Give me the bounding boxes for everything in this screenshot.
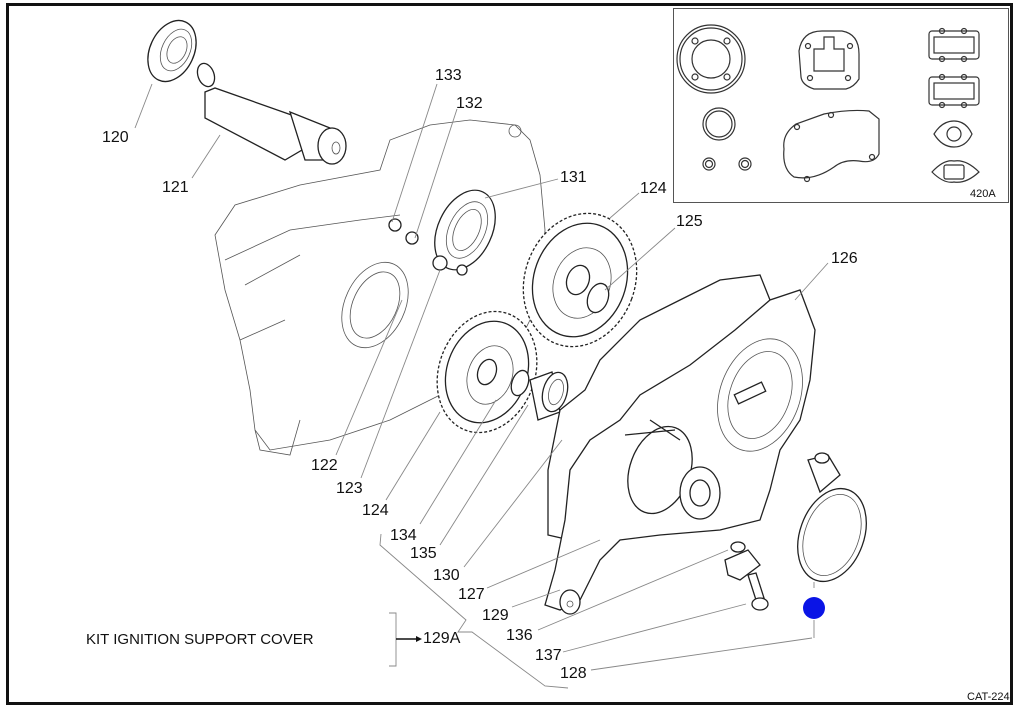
bearing-120-illustration	[147, 19, 197, 83]
catalog-code: CAT-224	[967, 691, 1010, 703]
callout-130: 130	[433, 567, 460, 584]
callout-126: 126	[831, 250, 858, 267]
gasket-kit-illustration	[676, 24, 980, 183]
callout-131: 131	[560, 169, 587, 186]
callout-128: 128	[560, 665, 587, 682]
callout-132: 132	[456, 95, 483, 112]
crankcase-122-illustration	[214, 119, 546, 456]
callout-124-lower: 124	[362, 502, 389, 519]
callout-123: 123	[336, 480, 363, 497]
callout-129: 129	[482, 607, 509, 624]
bracket-136-illustration	[724, 452, 841, 581]
screw-137-illustration	[747, 572, 769, 611]
callout-136: 136	[506, 627, 533, 644]
callout-134: 134	[390, 527, 417, 544]
bushing-125-illustration	[586, 282, 610, 314]
ring-134-illustration	[510, 369, 530, 397]
gear-124-lower-illustration	[436, 310, 538, 434]
kit-note-text: KIT IGNITION SUPPORT COVER	[86, 631, 314, 648]
callout-121: 121	[162, 179, 189, 196]
o-ring-128-illustration	[797, 487, 867, 583]
inset-label: 420A	[970, 188, 996, 200]
callout-127: 127	[458, 586, 485, 603]
spacer-135-illustration	[529, 371, 569, 421]
gasket-kit-inset: 420A	[673, 8, 1009, 203]
blue-marker-dot[interactable]	[803, 597, 825, 619]
leader-lines	[134, 83, 829, 689]
callout-135: 135	[410, 545, 437, 562]
ignition-cover-129-illustration	[544, 289, 816, 615]
kit-note-ref: 129A	[423, 630, 461, 647]
callout-122: 122	[311, 457, 338, 474]
callout-124-upper: 124	[640, 180, 667, 197]
shaft-121-illustration	[196, 62, 347, 165]
callout-133: 133	[435, 67, 462, 84]
callout-137: 137	[535, 647, 562, 664]
callout-125: 125	[676, 213, 703, 230]
callout-120: 120	[102, 129, 129, 146]
